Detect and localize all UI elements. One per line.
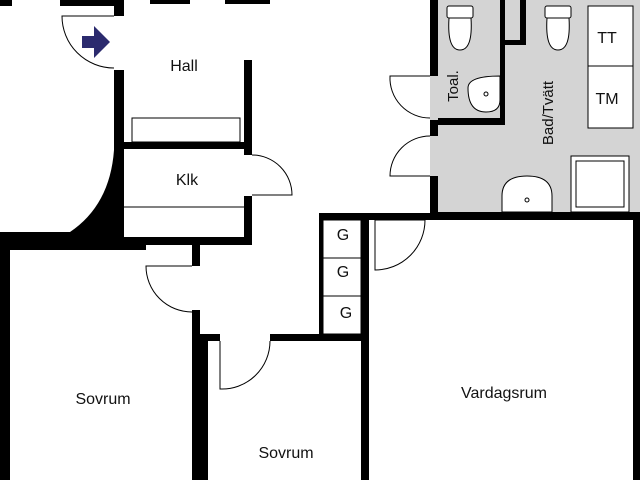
wardrobe-label-1: G xyxy=(337,227,349,244)
room-label-toilet: Toal. xyxy=(445,70,462,102)
room-label-living: Vardagsrum xyxy=(461,385,547,402)
room-label-bedroom-left: Sovrum xyxy=(75,391,130,408)
wardrobe-label-2: G xyxy=(337,264,349,281)
bath-sink xyxy=(501,175,553,213)
hall-shelf xyxy=(131,117,241,143)
entrance-arrow-icon xyxy=(82,26,110,58)
room-label-kitchen: Klk xyxy=(176,172,199,189)
room-label-hall: Hall xyxy=(170,58,198,75)
toilet-bowl-2 xyxy=(544,5,572,51)
room-label-bedroom-middle: Sovrum xyxy=(258,445,313,462)
room-label-bath: Bad/Tvätt xyxy=(540,80,557,145)
shower-tray xyxy=(570,155,630,213)
wardrobes xyxy=(322,219,362,335)
washer-box xyxy=(587,65,634,129)
fixture-label-dryer: TT xyxy=(597,30,617,47)
fixture-label-washer: TM xyxy=(595,91,618,108)
toilet-bowl-1 xyxy=(446,5,474,51)
toilet-sink xyxy=(467,75,501,113)
wardrobe-label-3: G xyxy=(340,305,352,322)
dryer-box xyxy=(587,5,634,67)
doors xyxy=(61,15,431,390)
